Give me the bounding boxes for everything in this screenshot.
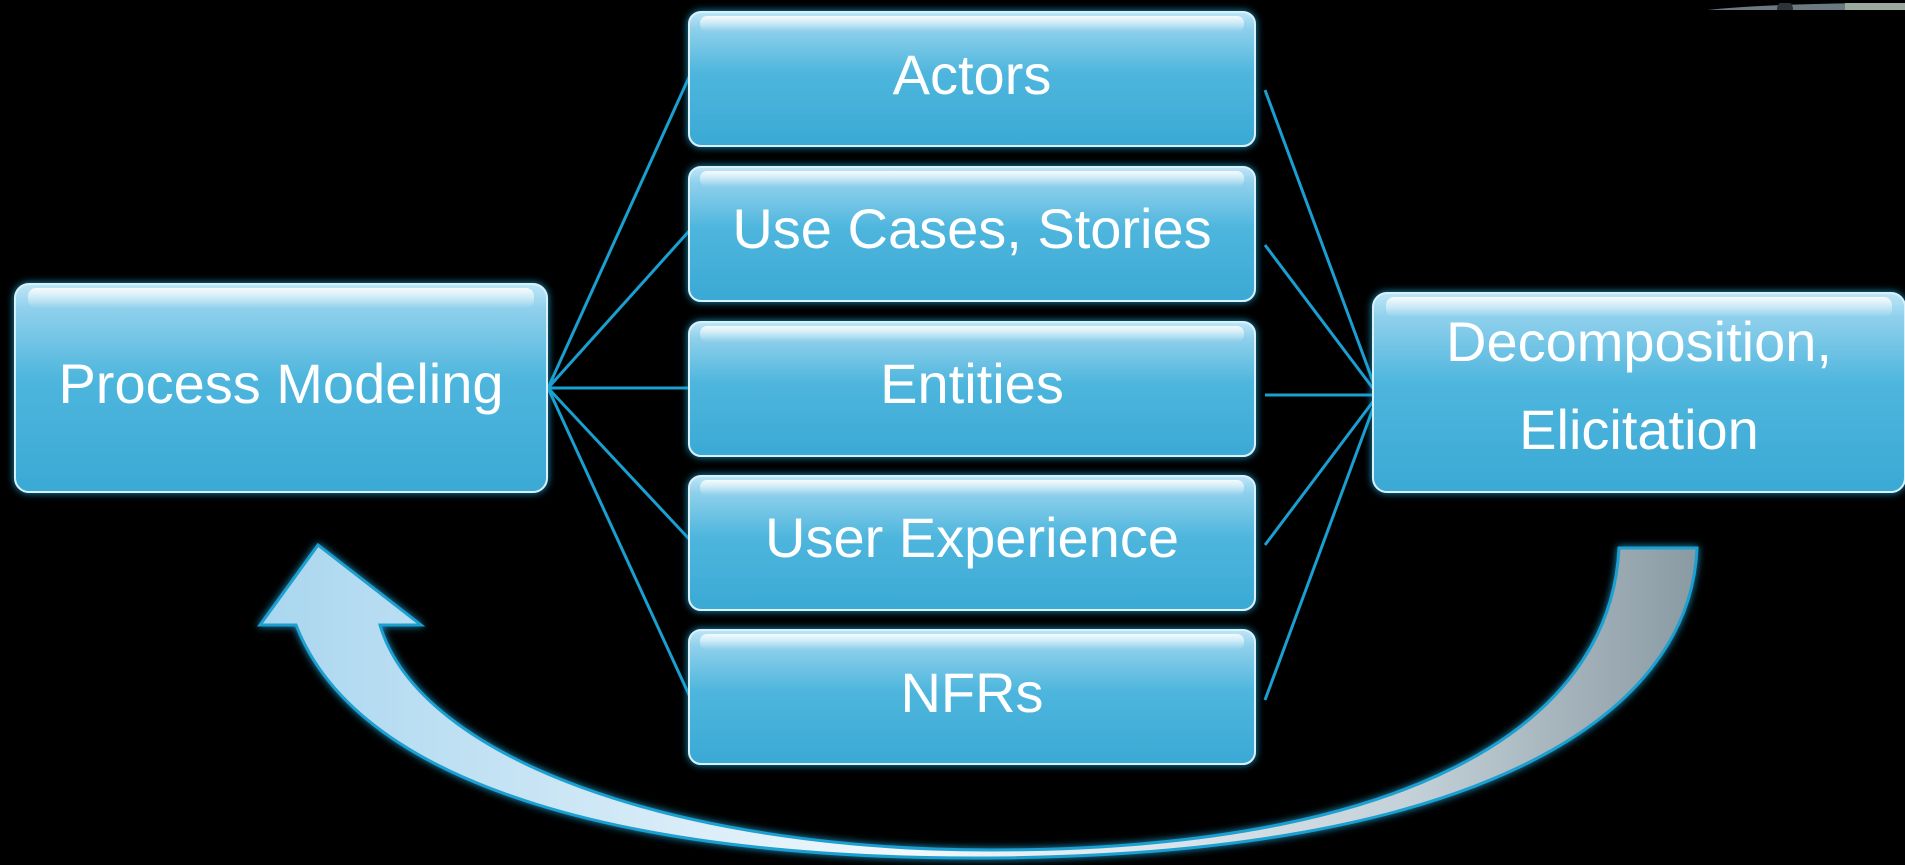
entities-label: Entities [880,352,1064,415]
corner-photo-fragment [1685,0,1905,10]
elicitation-label: Elicitation [1519,398,1759,461]
connector-left-nfrs [546,387,692,698]
connector-left-actors [546,74,692,389]
connector-nfrs-right [1263,394,1380,701]
middle-node-use-cases: Use Cases, Stories [688,166,1256,302]
right-connectors [1263,89,1380,701]
curved-return-arrow-icon [257,542,1699,860]
process-modeling-node: Process Modeling [14,283,548,493]
middle-node-actors: Actors [688,11,1256,147]
connector-usecases-right [1263,244,1380,396]
decomposition-elicitation-node: Decomposition, Elicitation [1372,292,1905,493]
connector-ux-right [1263,394,1380,546]
nfrs-label: NFRs [900,661,1043,724]
connector-left-usecases [546,228,692,390]
middle-node-nfrs: NFRs [688,629,1256,765]
user-experience-label: User Experience [765,506,1179,569]
use-cases-label: Use Cases, Stories [732,197,1211,260]
left-connectors [546,74,692,698]
middle-node-entities: Entities [688,321,1256,457]
connector-left-ux [546,386,692,542]
process-modeling-label: Process Modeling [58,352,503,415]
decomposition-label: Decomposition, [1446,310,1832,373]
middle-node-user-experience: User Experience [688,475,1256,611]
actors-label: Actors [893,43,1052,106]
connector-actors-right [1263,89,1380,396]
